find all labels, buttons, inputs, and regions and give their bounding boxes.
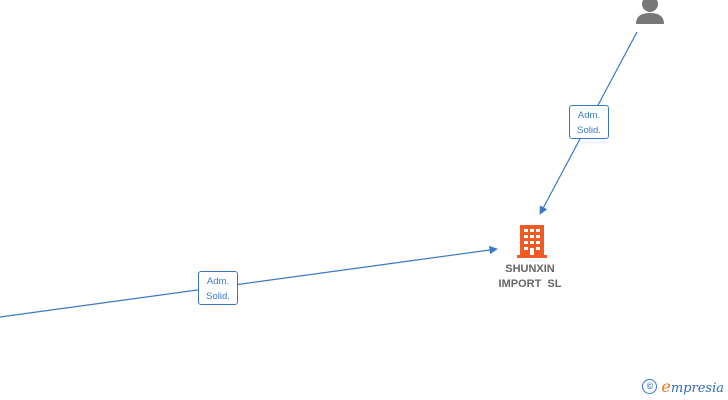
company-name-line2: IMPORT SL — [498, 278, 562, 290]
copyright-icon: © — [642, 379, 658, 394]
company-name-line1: SHUNXIN — [505, 263, 555, 275]
edge-line-left-to-company — [0, 245, 498, 318]
edge-label-line1: Adm. — [577, 110, 601, 121]
edge-label-line1: Adm. — [206, 276, 230, 287]
edge-label-person-role[interactable]: Adm. Solid. — [569, 105, 609, 139]
brand-logo: empresia — [661, 377, 724, 396]
person-node[interactable] — [634, 0, 666, 31]
building-icon — [517, 225, 547, 258]
person-icon — [636, 0, 664, 24]
edge-label-left-role[interactable]: Adm. Solid. — [198, 271, 238, 305]
company-name[interactable]: SHUNXIN IMPORT SL — [480, 262, 580, 292]
empresia-watermark: © empresia — [642, 377, 724, 396]
company-node[interactable] — [516, 223, 548, 264]
edge-label-line2: Solid. — [206, 291, 230, 302]
edge-label-line2: Solid. — [577, 125, 601, 136]
